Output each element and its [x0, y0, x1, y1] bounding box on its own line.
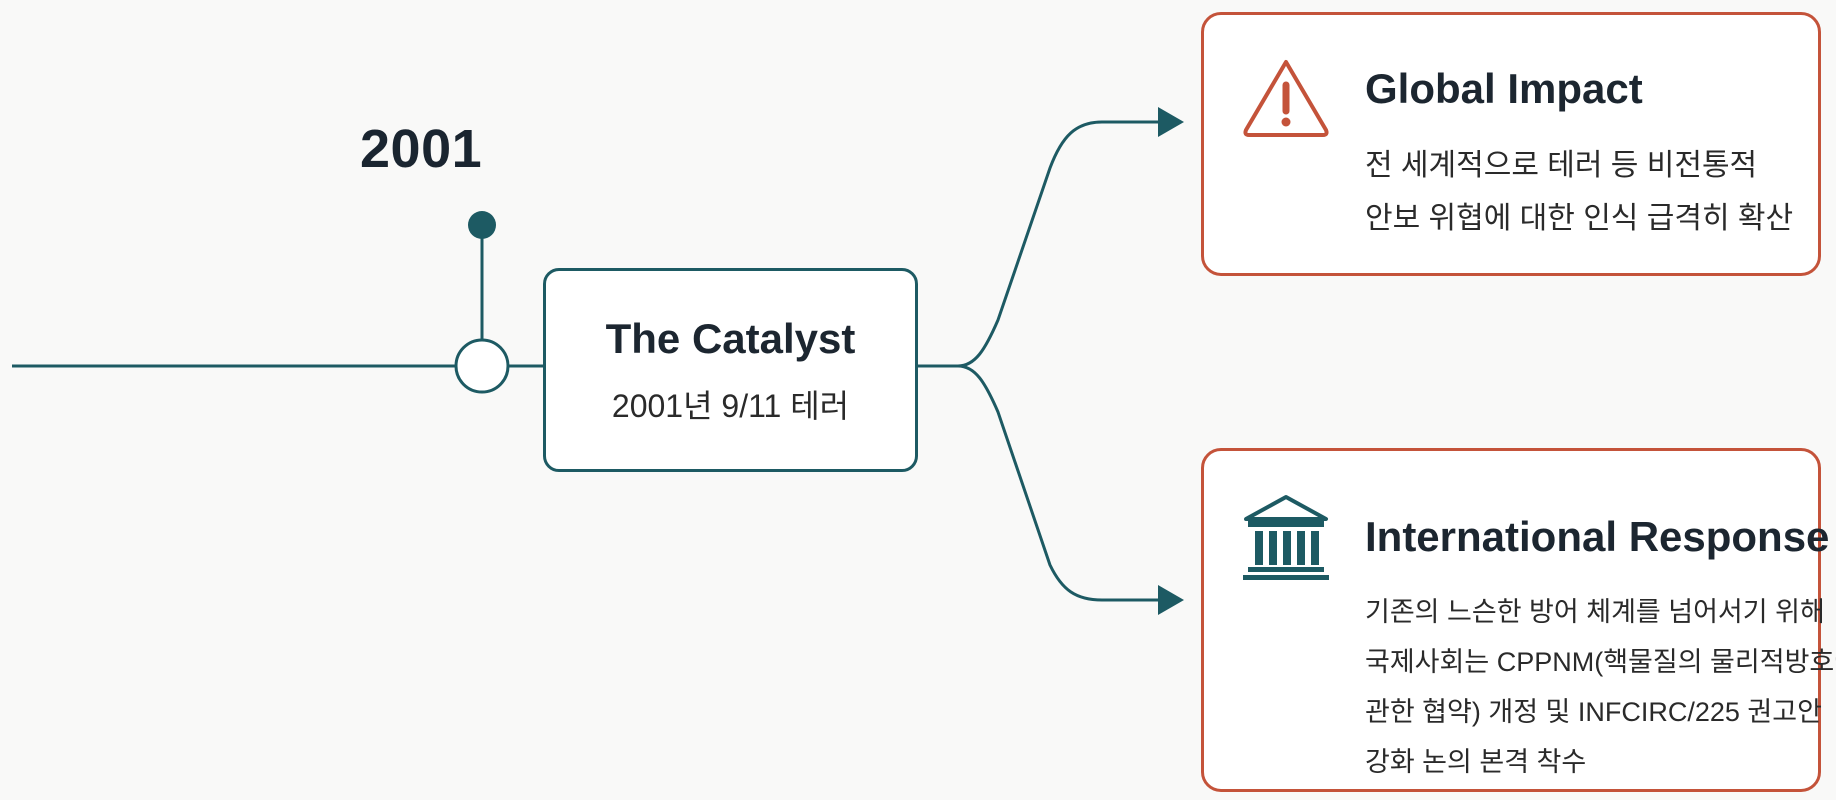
branch-up-connector: [957, 120, 1158, 368]
timeline-node: [454, 338, 510, 394]
arrow-head-up: [1158, 107, 1184, 137]
institution-building-icon: [1243, 495, 1329, 580]
international-response-line-2: 국제사회는 CPPNM(핵물질의 물리적방호에: [1365, 647, 1836, 677]
catalyst-subtitle: 2001년 9/11 테러: [611, 388, 850, 424]
branch-down-connector: [957, 364, 1158, 602]
global-impact-line-2: 안보 위협에 대한 인식 급격히 확산: [1365, 202, 1794, 235]
catalyst-card: The Catalyst 2001년 9/11 테러: [543, 268, 918, 472]
year-marker-dot: [468, 211, 496, 239]
international-response-card: International Response 기존의 느슨한 방어 체계를 넘어…: [1201, 448, 1836, 792]
international-response-title: International Response: [1365, 513, 1830, 560]
global-impact-body: 전 세계적으로 테러 등 비전통적 안보 위협에 대한 인식 급격히 확산: [1365, 139, 1812, 245]
international-response-body: 기존의 느슨한 방어 체계를 넘어서기 위해 국제사회는 CPPNM(핵물질의 …: [1365, 587, 1836, 787]
international-response-line-4: 강화 논의 본격 착수: [1365, 747, 1587, 777]
global-impact-title: Global Impact: [1365, 65, 1643, 112]
global-impact-line-1: 전 세계적으로 테러 등 비전통적: [1365, 149, 1758, 182]
arrow-head-down: [1158, 585, 1184, 615]
international-response-line-1: 기존의 느슨한 방어 체계를 넘어서기 위해: [1365, 597, 1825, 627]
catalyst-title: The Catalyst: [605, 315, 856, 362]
warning-triangle-icon: [1243, 60, 1329, 137]
year-label: 2001: [360, 119, 483, 179]
international-response-line-3: 관한 협약) 개정 및 INFCIRC/225 권고안: [1365, 697, 1822, 727]
global-impact-card: Global Impact 전 세계적으로 테러 등 비전통적 안보 위협에 대…: [1201, 12, 1821, 276]
